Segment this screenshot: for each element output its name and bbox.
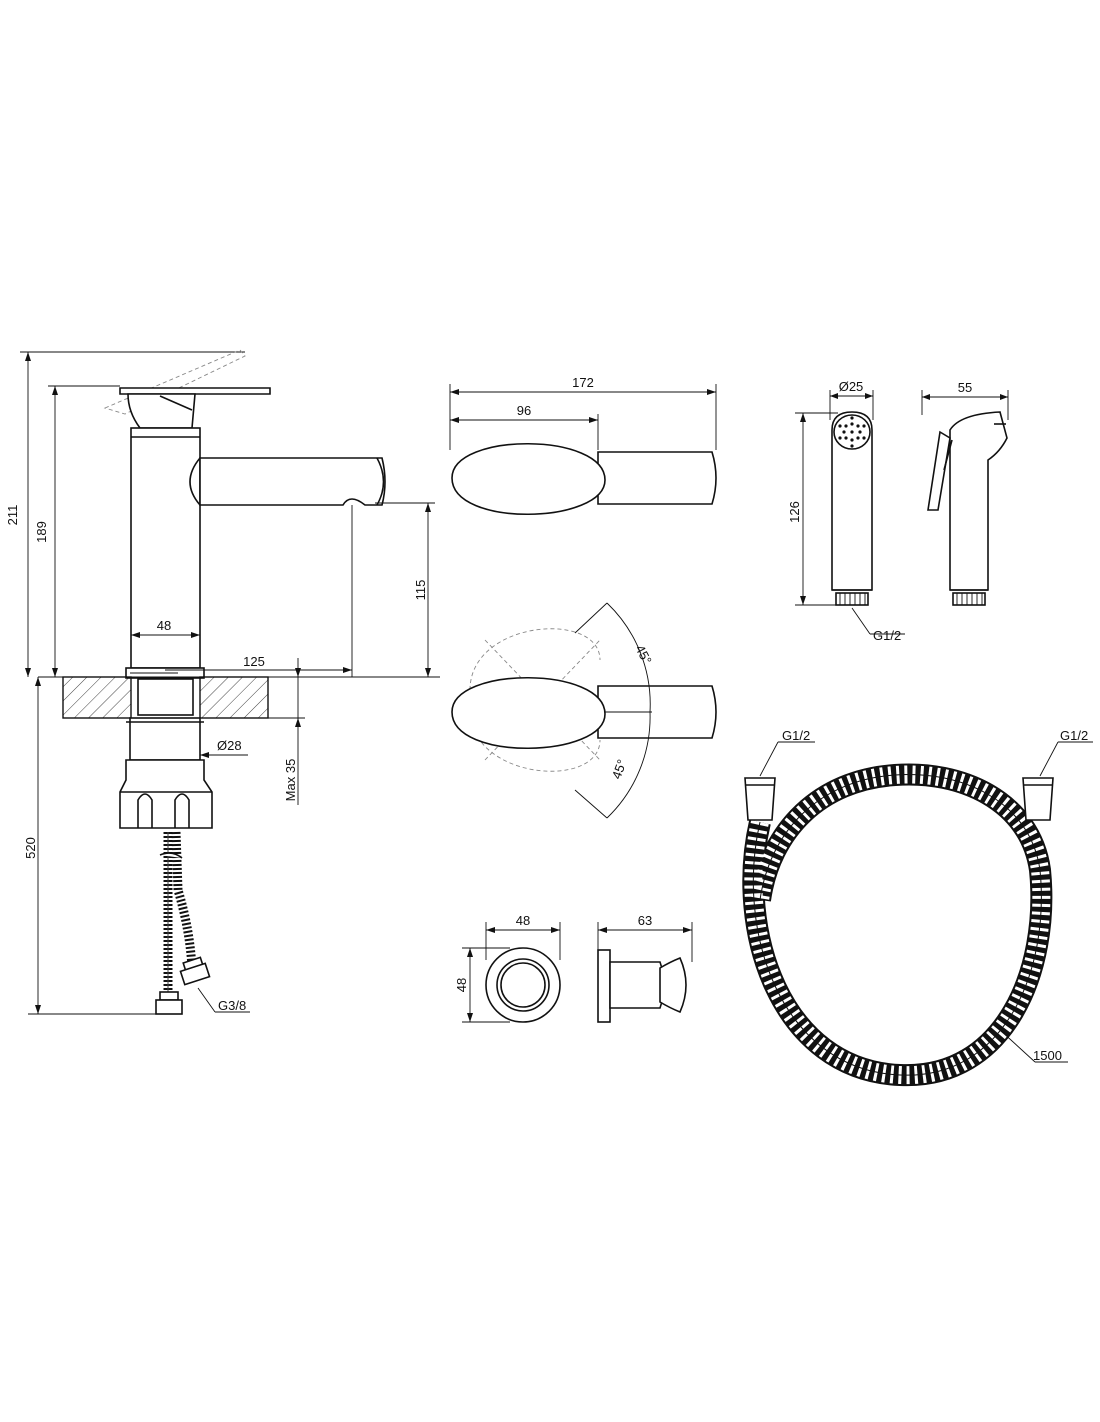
dimension-holder-width: 48 <box>485 913 561 960</box>
dim-211-label: 211 <box>5 505 20 526</box>
dim-126-label: 126 <box>787 501 802 523</box>
dim-dia25-label: Ø25 <box>839 379 864 394</box>
dim-115-label: 115 <box>413 580 428 601</box>
thread-hose-right-label: G1/2 <box>1060 728 1088 743</box>
dim-48-label: 48 <box>157 618 171 633</box>
dimension-125: 125 <box>165 654 352 673</box>
dim-172-label: 172 <box>572 375 594 390</box>
dimension-55: 55 <box>921 380 1009 420</box>
thread-hose-left: G1/2 <box>759 728 815 777</box>
dimension-63: 63 <box>597 913 693 962</box>
bidet-shower-side: 55 <box>921 380 1009 606</box>
holder-front: 48 48 <box>454 913 561 1023</box>
dim-125-label: 125 <box>243 654 265 669</box>
dim-dia28-label: Ø28 <box>217 738 242 753</box>
dim-96-label: 96 <box>517 403 531 418</box>
dim-55-label: 55 <box>958 380 972 395</box>
hose-length: 1500 <box>999 1029 1068 1063</box>
dim-520-label: 520 <box>23 837 38 859</box>
dimension-211: 211 <box>5 351 245 677</box>
dimension-holder-height: 48 <box>454 947 510 1023</box>
hose-length-label: 1500 <box>1033 1048 1062 1063</box>
thread-g38-label: G3/8 <box>218 998 246 1013</box>
dimension-96: 96 <box>450 403 599 450</box>
dim-189-label: 189 <box>34 521 49 543</box>
dim-max35-label: Max 35 <box>283 759 298 802</box>
dimension-max35: Max 35 <box>268 658 305 805</box>
dim-holder-width-label: 48 <box>516 913 530 928</box>
handle-rotation-view: 45° 45° <box>451 602 717 819</box>
thread-hose-left-label: G1/2 <box>782 728 810 743</box>
dim-holder-height-label: 48 <box>454 978 469 992</box>
handle-top-view: 172 96 <box>449 375 717 516</box>
shower-hose: G1/2 G1/2 1500 <box>742 728 1093 1087</box>
thread-g12-shower: G1/2 <box>851 607 905 643</box>
dimension-126: 126 <box>787 412 838 606</box>
thread-g38: G3/8 <box>197 987 250 1013</box>
dimension-172: 172 <box>449 375 717 450</box>
dimension-48: 48 <box>131 618 200 638</box>
angle-top-label: 45° <box>632 642 654 666</box>
dimension-189: 189 <box>34 385 120 677</box>
dim-63-label: 63 <box>638 913 652 928</box>
angle-bottom-label: 45° <box>609 757 630 781</box>
thread-hose-right: G1/2 <box>1039 728 1093 777</box>
holder-side: 63 <box>597 913 693 1023</box>
thread-g12-shower-label: G1/2 <box>873 628 901 643</box>
bidet-shower-front: Ø25 126 G1/2 <box>787 379 905 643</box>
faucet-side-view: 211 189 115 <box>5 349 440 1015</box>
dimension-520: 520 <box>23 677 168 1015</box>
dimension-dia25: Ø25 <box>829 379 874 420</box>
dimension-115: 115 <box>351 502 435 677</box>
dimension-dia28: Ø28 <box>200 738 248 758</box>
